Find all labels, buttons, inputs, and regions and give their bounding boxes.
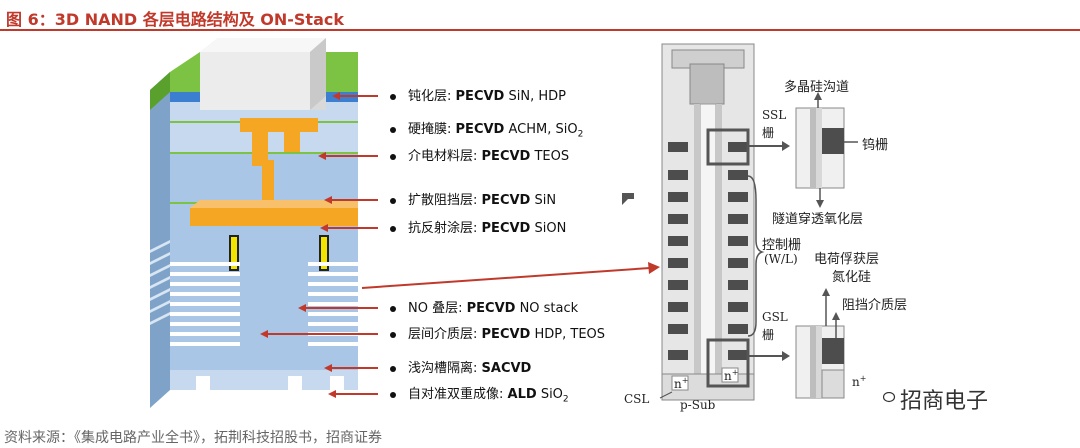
bullet bbox=[390, 94, 396, 100]
label-tungsten-gate: 钨栅 bbox=[862, 138, 889, 153]
bullet bbox=[390, 332, 396, 338]
label-poly-channel: 多晶硅沟道 bbox=[784, 80, 850, 95]
bullet bbox=[390, 127, 396, 133]
label-sti: 浅沟槽隔离: SACVD bbox=[408, 361, 532, 376]
label-ssl-gate: 栅 bbox=[762, 126, 775, 140]
label-n-plus-left: n+ bbox=[674, 376, 689, 391]
label-ssl: SSL bbox=[762, 108, 787, 122]
figure-header: 图 6：3D NAND 各层电路结构及 ON-Stack bbox=[0, 0, 1080, 31]
figure-title: 图 6：3D NAND 各层电路结构及 ON-Stack bbox=[6, 10, 345, 29]
label-control-gate: 控制栅 bbox=[762, 238, 802, 253]
label-sadp: 自对准双重成像: ALD SiO2 bbox=[408, 387, 569, 405]
label-n-plus-detail: n+ bbox=[852, 374, 867, 389]
label-anti-reflective: 抗反射涂层: PECVD SiON bbox=[408, 221, 567, 236]
bullet bbox=[390, 154, 396, 160]
label-csl: CSL bbox=[624, 392, 650, 406]
bullet bbox=[390, 392, 396, 398]
header-rule bbox=[0, 29, 1080, 31]
bullet bbox=[390, 226, 396, 232]
source-footer: 资料来源：《集成电路产业全书》，拓荆科技招股书，招商证券 bbox=[4, 430, 382, 446]
label-wl: (W/L) bbox=[764, 252, 798, 266]
watermark: 招商电子 bbox=[900, 389, 989, 414]
label-n-plus-right: n+ bbox=[724, 368, 739, 383]
bullet bbox=[390, 306, 396, 312]
label-passivation: 钝化层: PECVD SiN, HDP bbox=[408, 89, 566, 104]
wechat-icon bbox=[883, 392, 896, 403]
label-interlayer-dielectric: 层间介质层: PECVD HDP, TEOS bbox=[408, 327, 606, 342]
label-gsl: GSL bbox=[762, 310, 788, 324]
bullet bbox=[390, 366, 396, 372]
label-hardmask: 硬掩膜: PECVD ACHM, SiO2 bbox=[408, 122, 584, 140]
label-diffusion-barrier: 扩散阻挡层: PECVD SiN bbox=[408, 193, 557, 208]
label-tunnel-oxide: 隧道穿透氧化层 bbox=[772, 212, 864, 227]
label-no-stack: NO 叠层: PECVD NO stack bbox=[408, 301, 579, 316]
label-dielectric: 介电材料层: PECVD TEOS bbox=[408, 149, 570, 164]
label-psub: p-Sub bbox=[680, 398, 716, 412]
label-block-dielectric: 阻挡介质层 bbox=[842, 298, 908, 313]
label-charge-trap: 电荷俘获层 bbox=[814, 252, 880, 267]
label-nitride: 氮化硅 bbox=[832, 270, 872, 285]
label-gsl-gate: 栅 bbox=[762, 328, 775, 342]
bullet bbox=[390, 198, 396, 204]
